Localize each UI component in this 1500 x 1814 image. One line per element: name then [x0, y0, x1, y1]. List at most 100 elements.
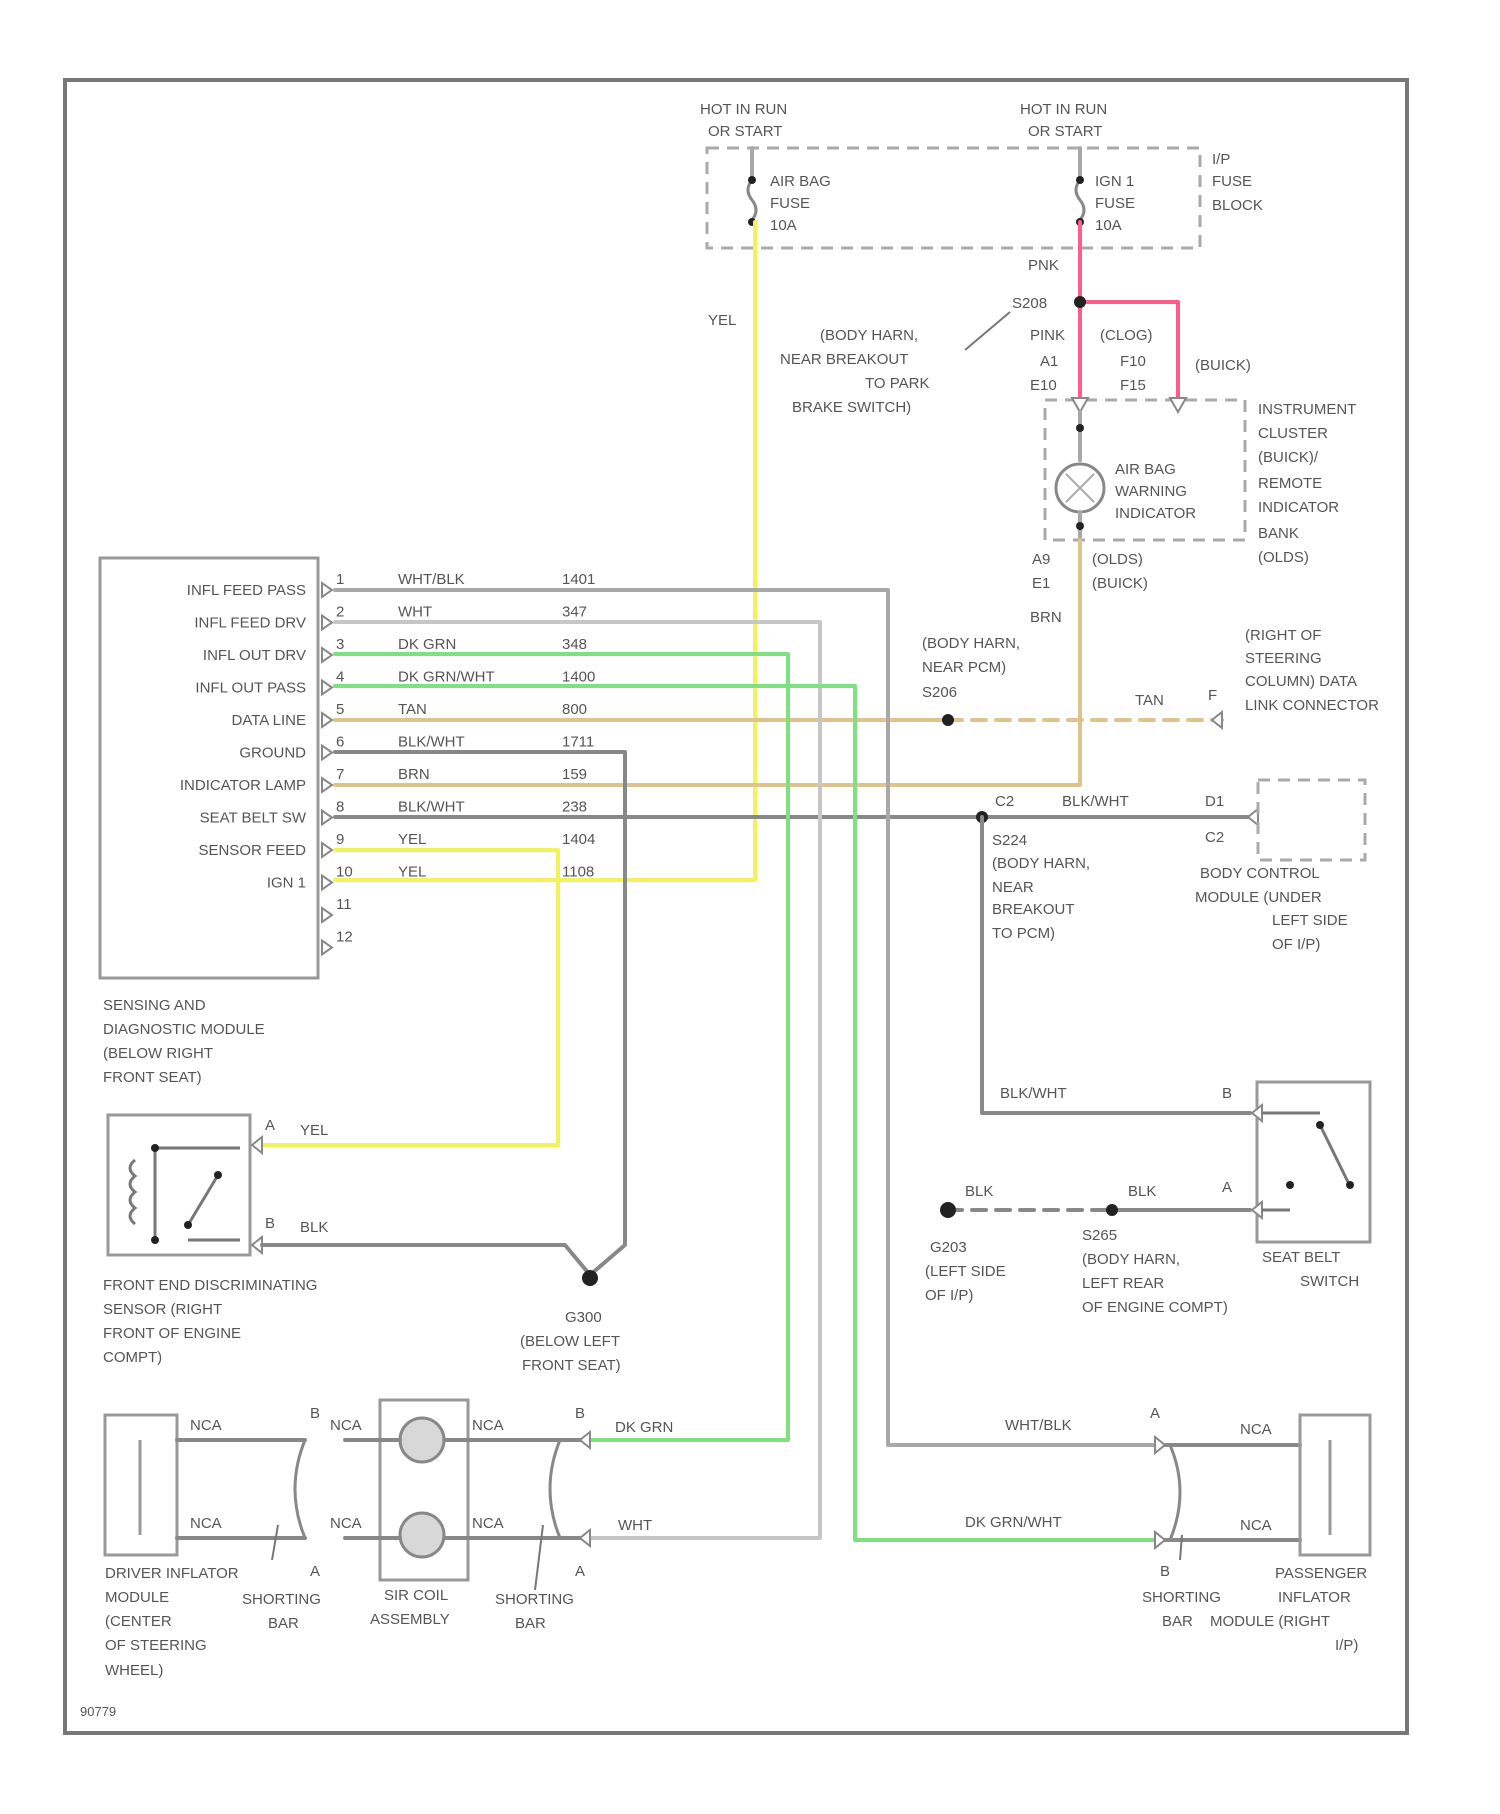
sdm-pin-3-wire-color: DK GRN — [398, 636, 456, 653]
driver-module-name-3: (CENTER — [105, 1613, 172, 1630]
fuse2-label-2: FUSE — [1095, 195, 1135, 212]
sdm-pin-1-number: 1 — [336, 571, 344, 588]
cluster-pin-e1: E1 — [1032, 575, 1050, 592]
s208-desc-2: NEAR BREAKOUT — [780, 351, 908, 368]
sdm-pin-2-wire-color: WHT — [398, 604, 432, 621]
s224-desc-2: NEAR — [992, 879, 1034, 896]
sdm-pin-8-wire-color: BLK/WHT — [398, 799, 465, 816]
wire-label-brn: BRN — [1030, 609, 1062, 626]
passenger-shorting-bar — [1170, 1445, 1180, 1540]
sdm-name-2: DIAGNOSTIC MODULE — [103, 1021, 265, 1038]
sensor-pin-a: A — [265, 1117, 275, 1134]
wire-label-tan: TAN — [1135, 692, 1164, 709]
passenger-pin-b: B — [1160, 1563, 1170, 1580]
seatbelt-switch-icon — [1262, 1113, 1348, 1210]
driver-bar1-1: SHORTING — [242, 1591, 321, 1608]
sdm-pin-5-number: 5 — [336, 701, 344, 718]
sdm-pin-1-terminal — [322, 583, 332, 597]
passenger-module-4: I/P) — [1335, 1637, 1358, 1654]
lamp-label-2: WARNING — [1115, 483, 1187, 500]
splice-s206-label: S206 — [922, 684, 957, 701]
cluster-buick-label: (BUICK) — [1195, 357, 1251, 374]
driver-module-name-1: DRIVER INFLATOR — [105, 1565, 239, 1582]
s224-desc-3: BREAKOUT — [992, 901, 1075, 918]
passenger-inflator-circuit: WHT/BLK DK GRN/WHT A B NCA NCA SHORTING … — [965, 1405, 1370, 1654]
driver-bar2-2: BAR — [515, 1615, 546, 1632]
cluster-olds-label: (CLOG) — [1100, 327, 1153, 344]
cluster-pink-label: PINK — [1030, 327, 1065, 344]
sdm-pin-6-circuit: 1711 — [562, 734, 594, 751]
driver-nca-2: NCA — [330, 1417, 362, 1434]
passenger-nca-wires — [1165, 1445, 1300, 1540]
splice-s208-leader — [965, 312, 1010, 350]
sir-coil-top-icon — [400, 1418, 444, 1462]
sdm-pin-10-number: 10 — [336, 864, 353, 881]
seatbelt-outline — [1257, 1082, 1370, 1242]
wire-label-dk-grn-wht: DK GRN/WHT — [965, 1514, 1062, 1531]
g203-name-3: OF I/P) — [925, 1287, 973, 1304]
s208-desc-3: TO PARK — [865, 375, 929, 392]
fuse1-label-3: 10A — [770, 217, 797, 234]
fuse-block: HOT IN RUN OR START HOT IN RUN OR START … — [700, 101, 1263, 248]
bcm-name-1: BODY CONTROL — [1200, 865, 1320, 882]
s224-desc-1: (BODY HARN, — [992, 855, 1090, 872]
fuse2-label-3: 10A — [1095, 217, 1122, 234]
sensor-name-2: SENSOR (RIGHT — [103, 1301, 222, 1318]
passenger-nca-1: NCA — [1240, 1421, 1272, 1438]
g300-name-3: FRONT SEAT) — [522, 1357, 621, 1374]
sdm-name-4: FRONT SEAT) — [103, 1069, 202, 1086]
fuse1-label-2: FUSE — [770, 195, 810, 212]
dlc-pin — [1212, 712, 1222, 728]
s224-label: S224 — [992, 832, 1027, 849]
sdm-pin-7-function: INDICATOR LAMP — [180, 777, 306, 794]
cluster-pin-f10: F10 — [1120, 353, 1146, 370]
sdm-pin-1-wire-color: WHT/BLK — [398, 571, 465, 588]
cluster-name-3: (BUICK)/ — [1258, 449, 1319, 466]
driver-pin-a1: A — [310, 1563, 320, 1580]
fuse-block-name-2: FUSE — [1212, 173, 1252, 190]
front-discriminating-sensor: A B YEL BLK FRONT END DISCRIMINATING SEN… — [103, 1115, 328, 1366]
cluster-name-1: INSTRUMENT — [1258, 401, 1356, 418]
sdm-pin-10-terminal — [322, 876, 332, 890]
s206-desc-1: (BODY HARN, — [922, 635, 1020, 652]
sdm-pin-4-number: 4 — [336, 669, 344, 686]
sdm-pin-6-wire-color: BLK/WHT — [398, 734, 465, 751]
sdm-pin-5-terminal — [322, 713, 332, 727]
fuse2-hot-label-1: HOT IN RUN — [1020, 101, 1107, 118]
passenger-nca-2: NCA — [1240, 1517, 1272, 1534]
splice-s265 — [1106, 1204, 1118, 1216]
driver-nca-6: NCA — [472, 1515, 504, 1532]
cluster-name-7: (OLDS) — [1258, 549, 1309, 566]
wire-label-blk-wht-2: BLK/WHT — [1000, 1085, 1067, 1102]
dlc-name-4: LINK CONNECTOR — [1245, 697, 1379, 714]
splice-s208-label: S208 — [1012, 295, 1047, 312]
sdm-pin-10-function: IGN 1 — [267, 875, 306, 892]
driver-pin-b2: B — [575, 1405, 585, 1422]
sdm-pin-8-function: SEAT BELT SW — [200, 810, 307, 827]
sdm-pin-6-terminal — [322, 746, 332, 760]
s265-desc-3: OF ENGINE COMPT) — [1082, 1299, 1228, 1316]
sdm-pin-1-function: INFL FEED PASS — [187, 582, 306, 599]
bcm-outline — [1258, 780, 1365, 860]
bcm-c2-top: C2 — [995, 793, 1014, 810]
sdm-pin-2-terminal — [322, 616, 332, 630]
wire-label-blk-1: BLK — [965, 1183, 993, 1200]
splice-s206 — [942, 714, 954, 726]
sensor-name-1: FRONT END DISCRIMINATING — [103, 1277, 317, 1294]
passenger-module-3: MODULE (RIGHT — [1210, 1613, 1330, 1630]
passenger-module-1: PASSENGER — [1275, 1565, 1367, 1582]
wire-label-dk-grn: DK GRN — [615, 1419, 673, 1436]
wire-label-wht-blk: WHT/BLK — [1005, 1417, 1072, 1434]
g203-name-2: (LEFT SIDE — [925, 1263, 1006, 1280]
sdm-name-1: SENSING AND — [103, 997, 206, 1014]
driver-nca-3: NCA — [472, 1417, 504, 1434]
sensor-pin-b: B — [265, 1215, 275, 1232]
sdm-pin-2-number: 2 — [336, 604, 344, 621]
cluster-pin-a1: A1 — [1040, 353, 1058, 370]
sdm-pin-3-function: INFL OUT DRV — [203, 647, 306, 664]
fuse1-symbol — [748, 180, 756, 220]
sdm-pin-4-terminal — [322, 681, 332, 695]
seatbelt-name-1: SEAT BELT — [1262, 1249, 1340, 1266]
g300-name-1: G300 — [565, 1309, 602, 1326]
